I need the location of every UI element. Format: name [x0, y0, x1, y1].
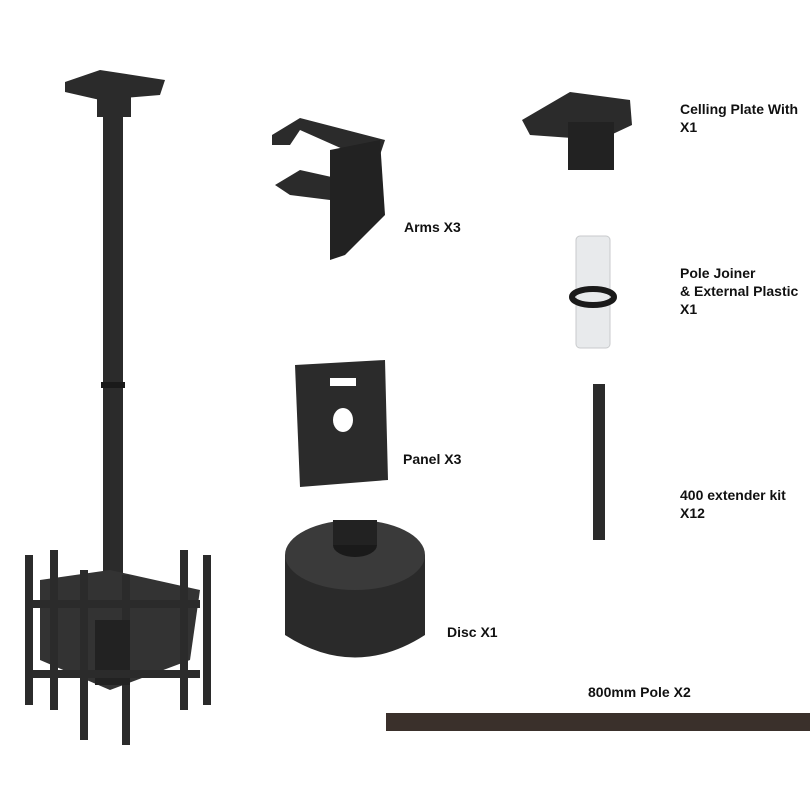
pole-image	[386, 713, 810, 731]
label-line: Pole Joiner	[680, 265, 756, 281]
assembled-mount-image	[25, 70, 211, 745]
disc-label: Disc X1	[447, 624, 498, 640]
panel-image	[295, 360, 388, 487]
pole-joiner-image	[569, 235, 617, 349]
label-line: X12	[680, 505, 705, 521]
pole-label: 800mm Pole X2	[588, 684, 691, 700]
disc-image	[285, 520, 425, 658]
extender-kit-image	[593, 384, 605, 540]
label-line: Celling Plate With	[680, 101, 799, 117]
label-line: X1	[680, 119, 698, 135]
label-line: X1	[680, 301, 698, 317]
extender-label: 400 extender kit X12	[680, 486, 786, 522]
arms-label: Arms X3	[404, 219, 461, 235]
pole-joiner-label: Pole Joiner & External Plastic X1	[680, 264, 798, 318]
ceiling-plate-image	[522, 92, 632, 170]
label-line: & External Plastic	[680, 283, 799, 299]
ceiling-plate-label: Celling Plate With X1	[680, 100, 798, 136]
arms-image	[272, 118, 385, 260]
panel-label: Panel X3	[403, 451, 462, 467]
label-line: 400 extender kit	[680, 487, 786, 503]
